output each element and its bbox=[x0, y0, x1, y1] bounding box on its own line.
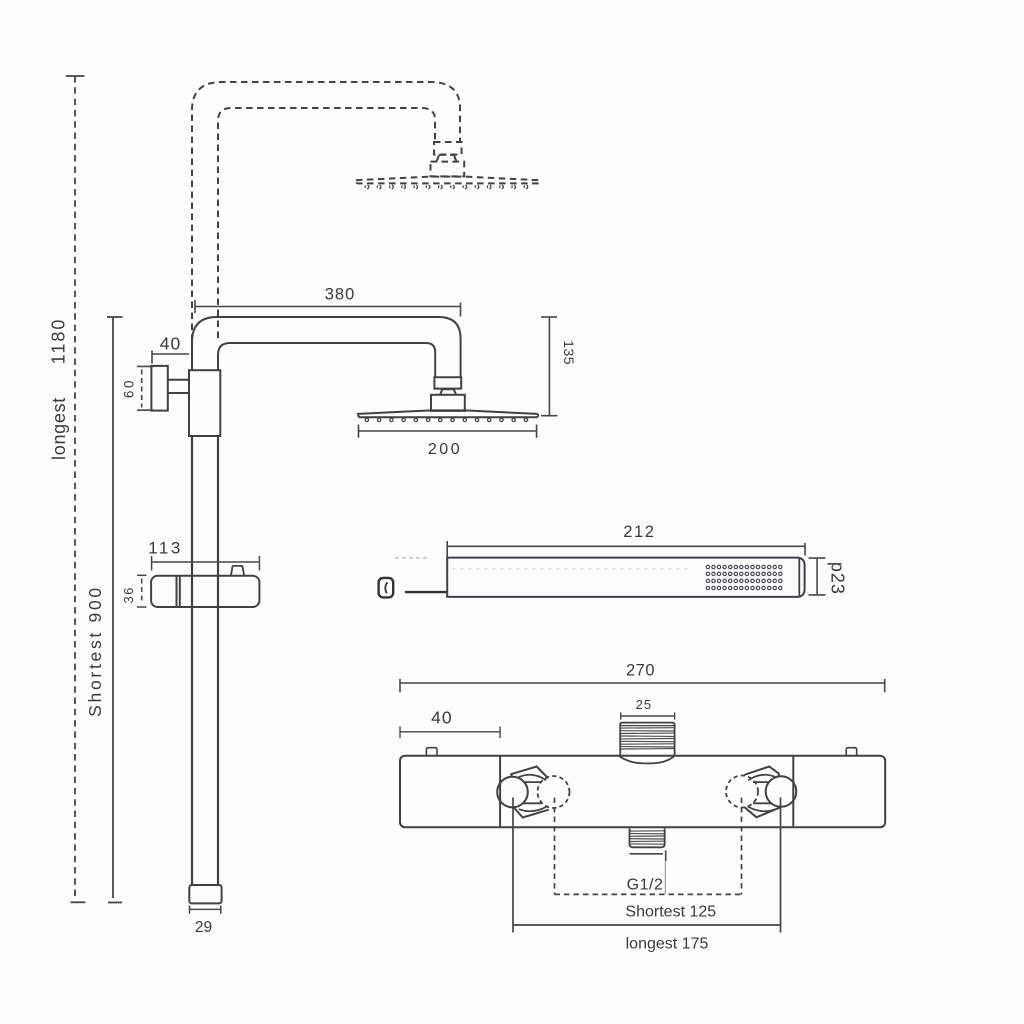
svg-text:29: 29 bbox=[195, 919, 212, 936]
svg-text:Shortest 900: Shortest 900 bbox=[85, 585, 105, 717]
svg-text:longest 175: longest 175 bbox=[626, 936, 709, 953]
svg-text:270: 270 bbox=[626, 662, 655, 680]
svg-text:60: 60 bbox=[122, 378, 137, 398]
svg-text:113: 113 bbox=[148, 539, 183, 558]
svg-text:212: 212 bbox=[623, 523, 655, 541]
svg-text:200: 200 bbox=[428, 441, 462, 458]
svg-text:135: 135 bbox=[561, 340, 577, 365]
svg-text:longest: longest bbox=[49, 397, 69, 460]
svg-text:G1/2: G1/2 bbox=[627, 876, 664, 893]
svg-text:40: 40 bbox=[160, 334, 181, 354]
svg-text:36: 36 bbox=[121, 586, 136, 603]
svg-text:380: 380 bbox=[325, 286, 356, 304]
svg-text:p23: p23 bbox=[828, 562, 848, 595]
svg-text:25: 25 bbox=[636, 697, 652, 712]
svg-text:40: 40 bbox=[431, 707, 452, 727]
svg-text:Shortest 125: Shortest 125 bbox=[625, 904, 716, 921]
svg-text:1180: 1180 bbox=[49, 318, 69, 365]
